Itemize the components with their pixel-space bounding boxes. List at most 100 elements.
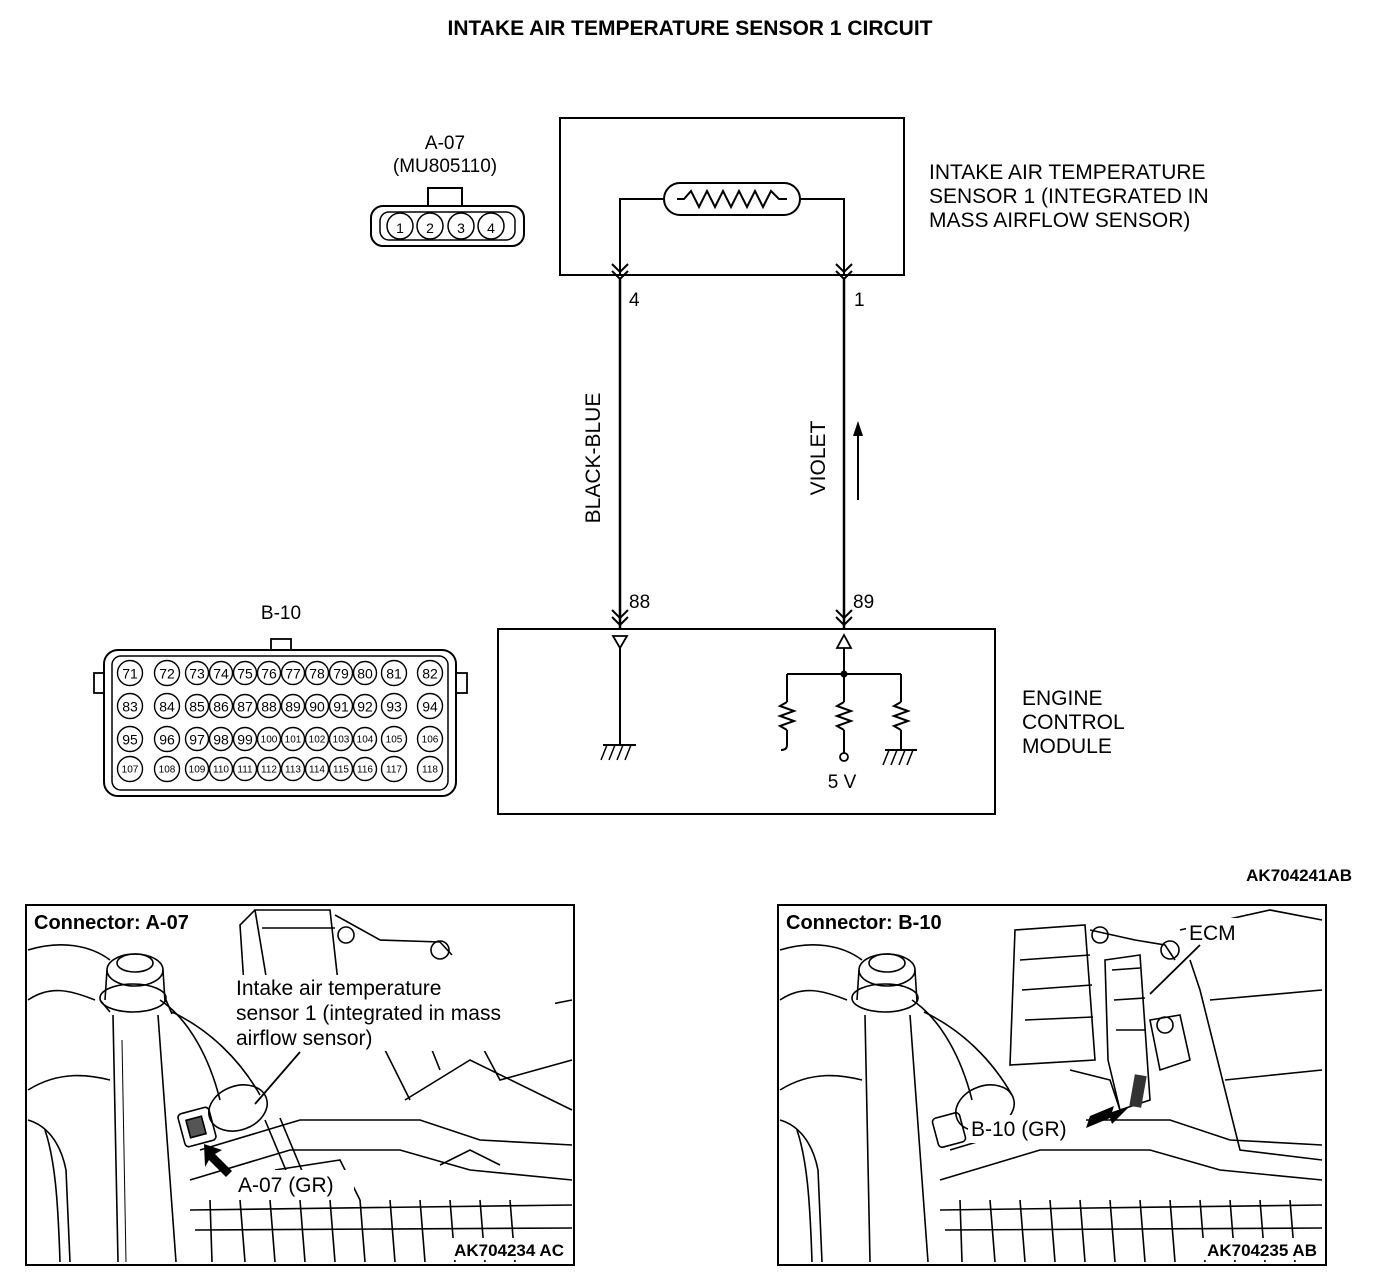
pin-circle: [280, 660, 306, 686]
pin-label: 92: [357, 699, 373, 715]
ecm-label-line: ENGINE: [1022, 687, 1103, 710]
pin-circle: [328, 756, 354, 782]
pin-label: 71: [122, 666, 138, 682]
pin-label: 84: [159, 699, 175, 715]
pin-circle: [304, 756, 330, 782]
pin-circle: [184, 756, 210, 782]
pin-circle: [280, 756, 306, 782]
pin-circle: [447, 212, 475, 240]
ecm-pin-89: 89: [853, 592, 874, 613]
pin-circle: [416, 725, 444, 753]
pin-label: 83: [122, 699, 138, 715]
pin-label: 82: [422, 666, 438, 682]
current-direction-arrow: [853, 421, 863, 500]
pin-label: 2: [426, 220, 434, 236]
sensor-pin-1: 1: [854, 290, 865, 311]
pin-label: 112: [261, 765, 277, 776]
pin-label: 102: [309, 735, 326, 746]
pin-circle: [184, 693, 210, 719]
connector-b10-id: B-10: [261, 603, 301, 624]
pin-label: 91: [333, 699, 349, 715]
pin-label: 96: [159, 732, 175, 748]
connector-a07-pins: 1 2 3 4: [386, 212, 505, 240]
pin-label: 113: [285, 765, 301, 776]
diagram-title: INTAKE AIR TEMPERATURE SENSOR 1 CIRCUIT: [448, 17, 933, 40]
sensor-label-line: SENSOR 1 (INTEGRATED IN: [929, 185, 1209, 208]
pin-label: 73: [189, 666, 205, 682]
pin-circle: [328, 726, 354, 752]
ecm-label-line: CONTROL: [1022, 711, 1125, 734]
pin-label: 116: [357, 765, 373, 776]
pin-circle: [280, 726, 306, 752]
pin-circle: [380, 725, 408, 753]
pin-circle: [153, 725, 181, 753]
resistor-zigzag: [677, 188, 787, 210]
pin-label: 108: [159, 765, 176, 776]
resistor-right: [891, 674, 911, 750]
pin-circle: [380, 659, 408, 687]
pin-circle: [116, 755, 144, 783]
connector-b10-photo-body: [1129, 1074, 1147, 1108]
pin-circle: [153, 659, 181, 687]
connector-a07: A-07 (MU805110) 1 2 3 4: [370, 133, 525, 247]
pin-circle: [256, 660, 282, 686]
pin-circle: [208, 660, 234, 686]
ground-symbol: [882, 749, 917, 766]
pin-label: 85: [189, 699, 205, 715]
pin-label: 3: [457, 220, 465, 236]
pin-circle: [416, 659, 444, 687]
sensor-pin-4: 4: [629, 290, 640, 311]
ecm-pin-88: 88: [629, 592, 650, 613]
pin-circle: [153, 692, 181, 720]
photo-a07-callout-line: airflow sensor): [236, 1027, 373, 1050]
pin-label: 97: [189, 732, 205, 748]
sensor-outline: [559, 117, 905, 276]
figure-id: AK704241AB: [1246, 866, 1352, 885]
connector-a07-id: A-07: [425, 133, 465, 154]
terminal-chevron: [835, 263, 853, 274]
pin-label: 109: [189, 765, 206, 776]
pin-circle: [304, 660, 330, 686]
pin-circle: [380, 755, 408, 783]
ecm-outline: [497, 628, 996, 815]
pin-label: 1: [396, 220, 404, 236]
pin-label: 72: [159, 666, 175, 682]
terminal-chevron: [611, 616, 629, 627]
pin-circle: [208, 693, 234, 719]
pin-label: 89: [285, 699, 301, 715]
pin-circle: [184, 726, 210, 752]
pin-circle: [416, 212, 444, 240]
ecm-input-triangle: [611, 635, 629, 650]
resistor-left: [777, 674, 797, 751]
pin-label: 95: [122, 732, 138, 748]
sensor-label: INTAKE AIR TEMPERATURE SENSOR 1 (INTEGRA…: [929, 161, 1209, 232]
photo-panel-b10: Connector: B-10 ECM B-10 (GR) AK704235 A…: [777, 904, 1327, 1266]
pin-label: 76: [261, 666, 277, 682]
pin-label: 86: [213, 699, 229, 715]
terminal-chevron: [835, 616, 853, 627]
pin-circle: [116, 692, 144, 720]
ecm-label-line: MODULE: [1022, 735, 1112, 758]
pin-circle: [208, 726, 234, 752]
pin-circle: [352, 726, 378, 752]
wire-color-violet: VIOLET: [807, 420, 830, 495]
photo-a07-callout-line: Intake air temperature: [236, 977, 441, 1000]
pin-circle: [304, 726, 330, 752]
pin-circle: [380, 692, 408, 720]
pin-circle: [280, 693, 306, 719]
pin-circle: [416, 755, 444, 783]
resistor-center: [834, 674, 854, 762]
supply-voltage-label: 5 V: [828, 772, 857, 793]
pin-label: 79: [333, 666, 349, 682]
pin-circle: [184, 660, 210, 686]
pin-label: 75: [237, 666, 253, 682]
photo-a07-heading: Connector: A-07: [34, 912, 189, 934]
pin-label: 101: [285, 735, 302, 746]
pin-circle: [328, 660, 354, 686]
ecm-label: ENGINE CONTROL MODULE: [1022, 687, 1125, 758]
pin-label: 104: [357, 735, 374, 746]
pin-label: 87: [237, 699, 253, 715]
